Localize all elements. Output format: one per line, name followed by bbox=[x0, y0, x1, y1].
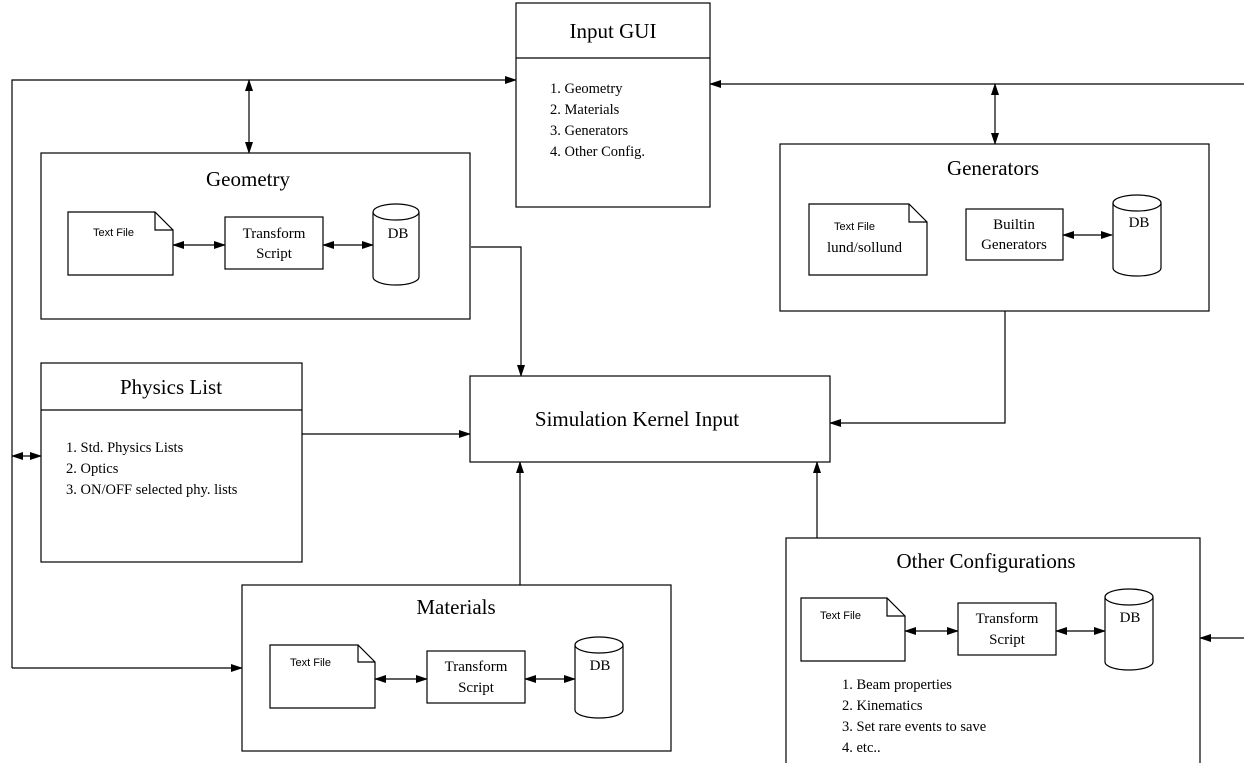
physics-list-item-1: 1. Std. Physics Lists bbox=[66, 440, 184, 456]
connectors bbox=[11, 76, 1244, 672]
arrow-left-bus-to-input-gui bbox=[11, 76, 517, 668]
generators-text-file-label: Text File bbox=[834, 221, 875, 233]
generators-text-file-sublabel: lund/sollund bbox=[827, 240, 903, 256]
other-config-item-3: 3. Set rare events to save bbox=[842, 719, 986, 735]
other-config-item-1: 1. Beam properties bbox=[842, 677, 952, 693]
geometry-title: Geometry bbox=[206, 167, 290, 191]
geometry-db-icon bbox=[372, 203, 420, 286]
other-config-db-label: DB bbox=[1120, 610, 1141, 626]
kernel-title: Simulation Kernel Input bbox=[535, 407, 739, 431]
arrow-geometry-to-kernel bbox=[471, 246, 525, 377]
materials-transform-line-2: Script bbox=[458, 680, 495, 696]
physics-list-item-3: 3. ON/OFF selected phy. lists bbox=[66, 482, 238, 498]
generators-builtin-box bbox=[965, 208, 1064, 261]
materials-db-icon bbox=[574, 636, 624, 719]
geometry-db-label: DB bbox=[388, 226, 409, 242]
other-config-transform-line-1: Transform bbox=[976, 611, 1039, 627]
materials-text-file-label: Text File bbox=[290, 657, 331, 669]
geometry-text-file-icon bbox=[67, 211, 174, 276]
generators-db-icon bbox=[1112, 194, 1162, 277]
input-gui-item-3: 3. Generators bbox=[550, 123, 628, 139]
physics-list-box: Physics List 1. Std. Physics Lists 2. Op… bbox=[40, 362, 303, 563]
physics-list-item-2: 2. Optics bbox=[66, 461, 119, 477]
generators-builtin-line-1: Builtin bbox=[993, 217, 1035, 233]
materials-transform-box bbox=[426, 650, 526, 704]
physics-list-title: Physics List bbox=[120, 375, 222, 399]
input-gui-item-2: 2. Materials bbox=[550, 102, 620, 118]
generators-title: Generators bbox=[947, 156, 1039, 180]
geometry-box: Geometry Text File Transform Script DB bbox=[40, 152, 471, 320]
generators-builtin-line-2: Generators bbox=[981, 237, 1047, 253]
geometry-text-file-label: Text File bbox=[93, 227, 134, 239]
input-gui-item-4: 4. Other Config. bbox=[550, 144, 645, 160]
other-config-title: Other Configurations bbox=[896, 549, 1075, 573]
materials-box: Materials Text File Transform Script DB bbox=[241, 584, 672, 752]
generators-box: Generators Text File lund/sollund Builti… bbox=[779, 143, 1210, 312]
materials-title: Materials bbox=[416, 595, 495, 619]
materials-transform-line-1: Transform bbox=[445, 659, 508, 675]
other-config-transform-box bbox=[957, 602, 1057, 656]
input-gui-title: Input GUI bbox=[570, 19, 657, 43]
other-config-text-file-label: Text File bbox=[820, 610, 861, 622]
geometry-transform-box bbox=[224, 216, 324, 270]
other-config-db-icon bbox=[1104, 588, 1154, 671]
other-config-box: Other Configurations Text File Transform… bbox=[785, 537, 1201, 763]
other-config-item-4: 4. etc.. bbox=[842, 740, 881, 756]
other-config-text-file-icon bbox=[800, 597, 906, 662]
geometry-transform-line-2: Script bbox=[256, 246, 293, 262]
arrow-generators-to-kernel bbox=[829, 311, 1006, 427]
input-gui-item-1: 1. Geometry bbox=[550, 81, 623, 97]
materials-db-label: DB bbox=[590, 658, 611, 674]
input-gui-box: Input GUI 1. Geometry 2. Materials 3. Ge… bbox=[515, 2, 711, 208]
materials-text-file-icon bbox=[269, 644, 376, 709]
other-config-transform-line-2: Script bbox=[989, 632, 1026, 648]
generators-text-file-icon bbox=[808, 203, 928, 276]
kernel-box: Simulation Kernel Input bbox=[469, 375, 831, 463]
geometry-transform-line-1: Transform bbox=[243, 226, 306, 242]
other-config-item-2: 2. Kinematics bbox=[842, 698, 923, 714]
generators-db-label: DB bbox=[1129, 215, 1150, 231]
